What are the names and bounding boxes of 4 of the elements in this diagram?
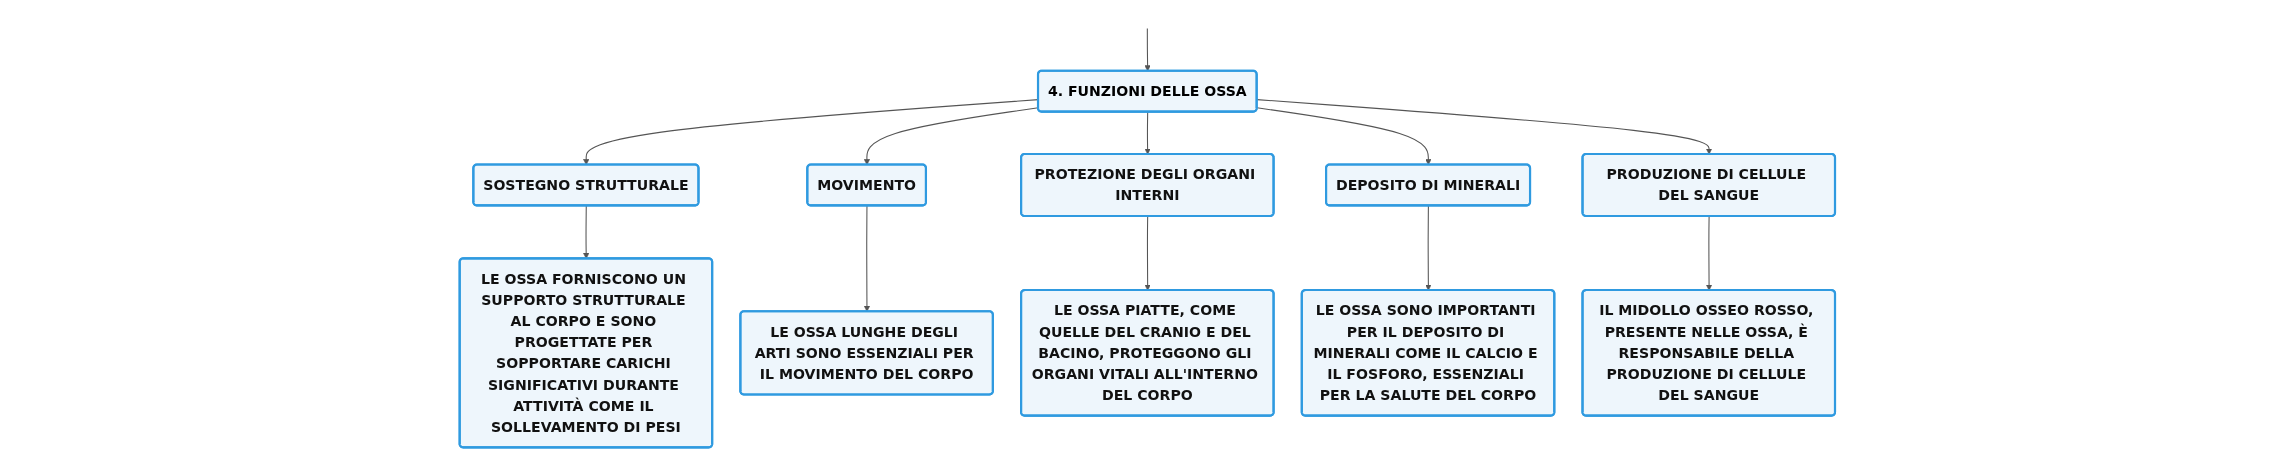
arrow bbox=[583, 98, 1040, 165]
arrow bbox=[1256, 106, 1432, 165]
arrow bbox=[863, 106, 1040, 165]
arrow bbox=[1144, 27, 1151, 71]
